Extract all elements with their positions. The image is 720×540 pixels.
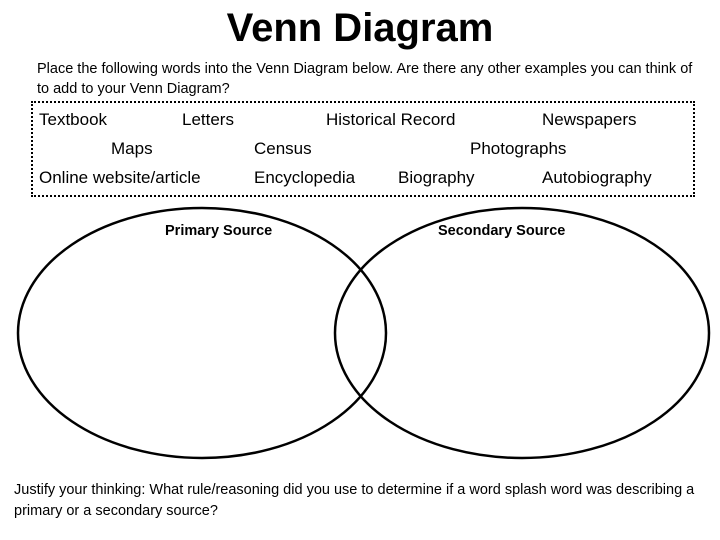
page-title: Venn Diagram — [226, 6, 494, 50]
word-textbook: Textbook — [39, 110, 108, 129]
primary-source-label: Primary Source — [165, 223, 273, 239]
word-bank-box: Textbook Letters Historical Record Newsp… — [31, 101, 695, 197]
instructions-text: Place the following words into the Venn … — [37, 61, 693, 97]
word-letters: Letters — [182, 110, 234, 129]
primary-source-circle — [16, 206, 388, 460]
word-encyclopedia: Encyclopedia — [254, 168, 356, 187]
secondary-source-circle — [333, 206, 711, 460]
word-census: Census — [254, 139, 312, 158]
justify-prompt: Justify your thinking: What rule/reasoni… — [14, 482, 695, 519]
word-online-website-article: Online website/article — [39, 168, 201, 187]
word-historical-record: Historical Record — [326, 110, 456, 129]
word-newspapers: Newspapers — [542, 110, 637, 129]
word-biography: Biography — [398, 168, 475, 187]
secondary-source-label: Secondary Source — [438, 223, 566, 239]
word-autobiography: Autobiography — [542, 168, 652, 187]
word-photographs: Photographs — [470, 139, 567, 158]
venn-diagram — [16, 206, 711, 460]
word-maps: Maps — [111, 139, 153, 158]
